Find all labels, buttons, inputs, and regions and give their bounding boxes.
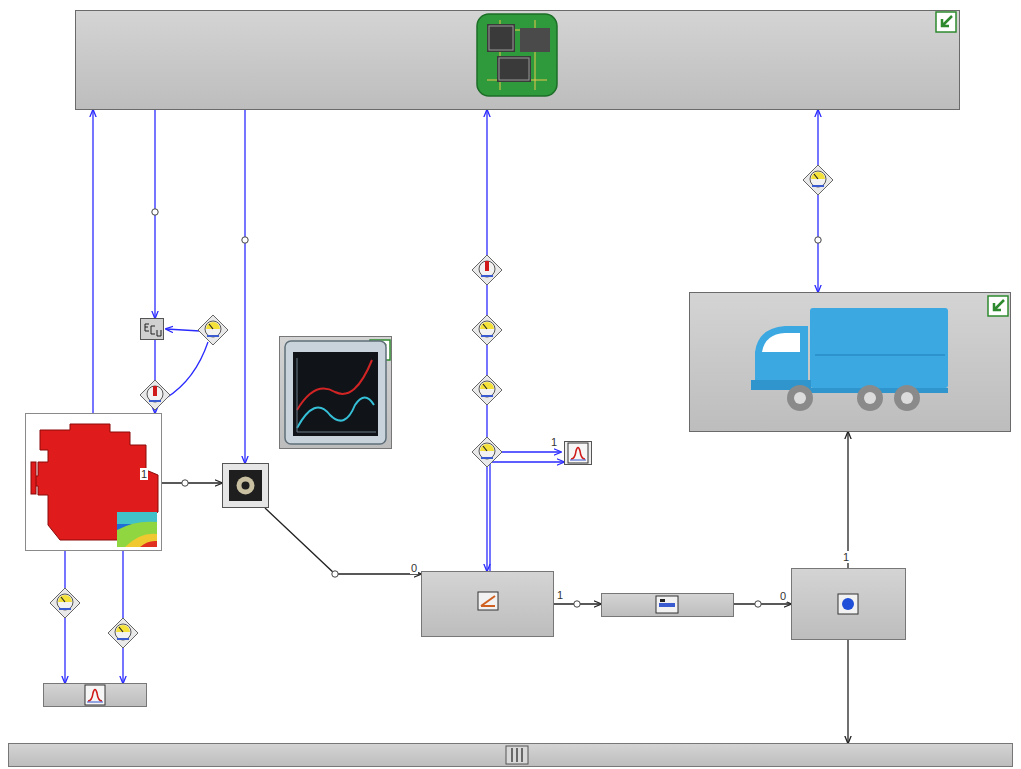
signal-link: [122, 551, 123, 683]
mechanical-link: [734, 603, 791, 604]
signal-link: [154, 110, 155, 318]
signal-wire: [166, 329, 200, 331]
monitor-icon: [285, 341, 386, 444]
road-icon: [506, 746, 528, 764]
gearbox-icon: [478, 592, 498, 610]
signal-link: [64, 551, 65, 683]
junction-dot: [182, 480, 188, 486]
differential-icon: [838, 594, 858, 614]
signal-link: [490, 462, 564, 571]
vehicle-block: [689, 292, 1011, 432]
port-number: 1: [842, 551, 850, 563]
engine-block: [25, 413, 162, 551]
sensor-diamond: [472, 375, 502, 405]
signal-wire: [499, 451, 561, 452]
mechanical-link: [554, 603, 601, 604]
junction-dot: [152, 209, 158, 215]
sensor-diamond: [472, 315, 502, 345]
ecu-box: [140, 318, 164, 340]
junction-dot: [332, 571, 338, 577]
signal-link: [92, 110, 93, 413]
mechanical-link: [265, 508, 421, 574]
sensor-diamond: [108, 618, 138, 648]
port-number: 0: [779, 590, 787, 602]
plot-box: [43, 683, 147, 707]
signal-wire: [166, 342, 208, 398]
signal-link: [817, 110, 818, 292]
junction-dot: [574, 601, 580, 607]
truck-icon: [751, 308, 948, 411]
sensor-diamond: [472, 255, 502, 285]
signal-link: [154, 340, 155, 413]
sensor-diamond: [803, 165, 833, 195]
mechanical-link: [162, 482, 222, 483]
mechanical-link: [847, 432, 848, 568]
shaft-icon: [656, 596, 678, 613]
junction-dot: [242, 237, 248, 243]
port-number: 0: [410, 562, 418, 574]
sensor-diamond: [472, 437, 502, 467]
clutch-box: [222, 463, 269, 508]
controller-block: [75, 10, 960, 110]
sensor-diamond: [140, 380, 170, 410]
gearbox-box: [421, 571, 554, 637]
monitor-block: [279, 336, 392, 449]
mechanical-link: [847, 640, 848, 743]
ecu-small-icon: [145, 324, 161, 336]
junction-dot: [755, 601, 761, 607]
ecu-chip-icon: [477, 14, 557, 96]
signal-link: [244, 110, 245, 463]
sensor-diamond: [198, 315, 228, 345]
differential-box: [791, 568, 906, 640]
shaft-box: [601, 593, 734, 617]
plot-icon: [568, 443, 588, 463]
expand-badge: [370, 12, 1008, 360]
plot-icon: [85, 685, 105, 705]
port-number: 1: [556, 589, 564, 601]
engine-icon: [31, 424, 158, 547]
port-number: 1: [550, 436, 558, 448]
road-band: [8, 743, 1013, 767]
plot-box: [564, 441, 592, 465]
sensor-diamond: [50, 588, 80, 618]
port-number: 1: [140, 468, 148, 480]
signal-link: [486, 110, 487, 571]
clutch-icon: [229, 470, 262, 501]
junction-dot: [815, 237, 821, 243]
